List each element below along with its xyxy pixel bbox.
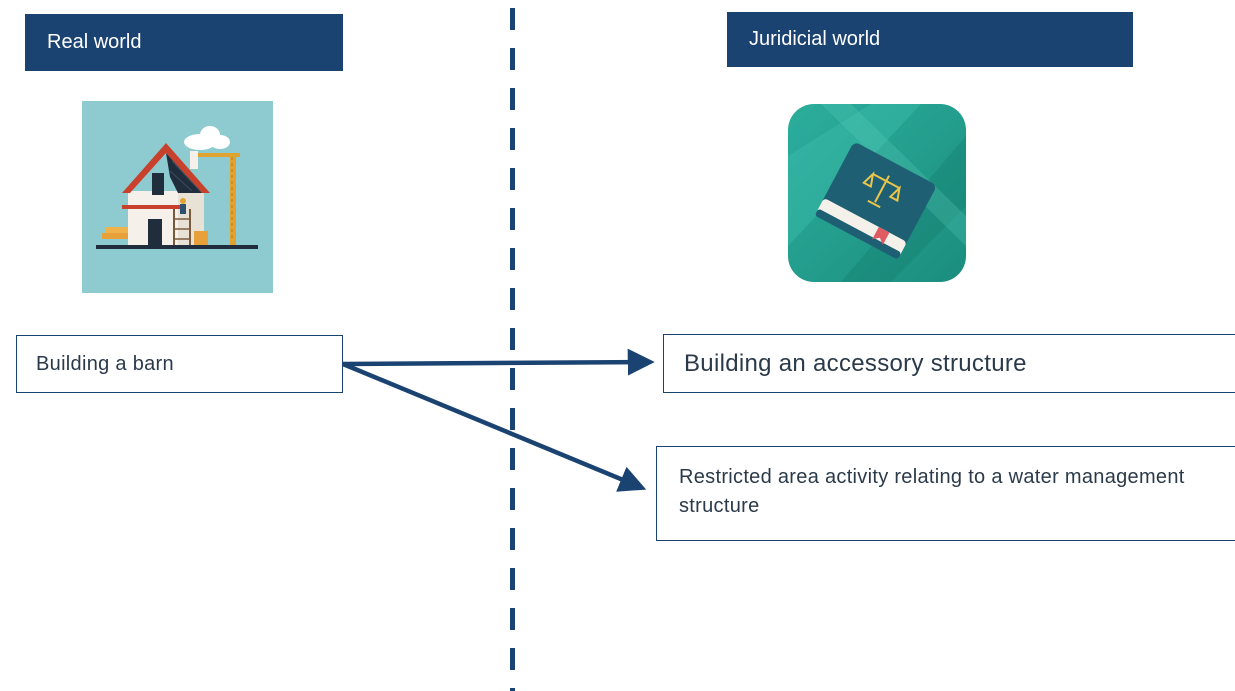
- real-world-title: Real world: [47, 31, 142, 53]
- arrow-barn-to-accessory: [342, 348, 655, 376]
- dashed-divider: [510, 8, 515, 691]
- real-world-header: Real world: [25, 14, 343, 71]
- house-construction-icon: [82, 101, 273, 293]
- barn-box: Building a barn: [16, 335, 343, 393]
- law-book-scales-icon: [781, 96, 971, 288]
- juridicial-world-header: Juridicial world: [727, 12, 1133, 67]
- juridicial-world-title: Juridicial world: [749, 28, 881, 50]
- accessory-structure-box: Building an accessory structure: [663, 334, 1235, 393]
- restricted-label: Restricted area activity relating to a w…: [679, 466, 1185, 517]
- barn-label: Building a barn: [36, 352, 174, 375]
- restricted-area-box: Restricted area activity relating to a w…: [656, 446, 1235, 541]
- arrow-barn-to-restricted: [342, 361, 647, 492]
- accessory-label: Building an accessory structure: [684, 349, 1027, 377]
